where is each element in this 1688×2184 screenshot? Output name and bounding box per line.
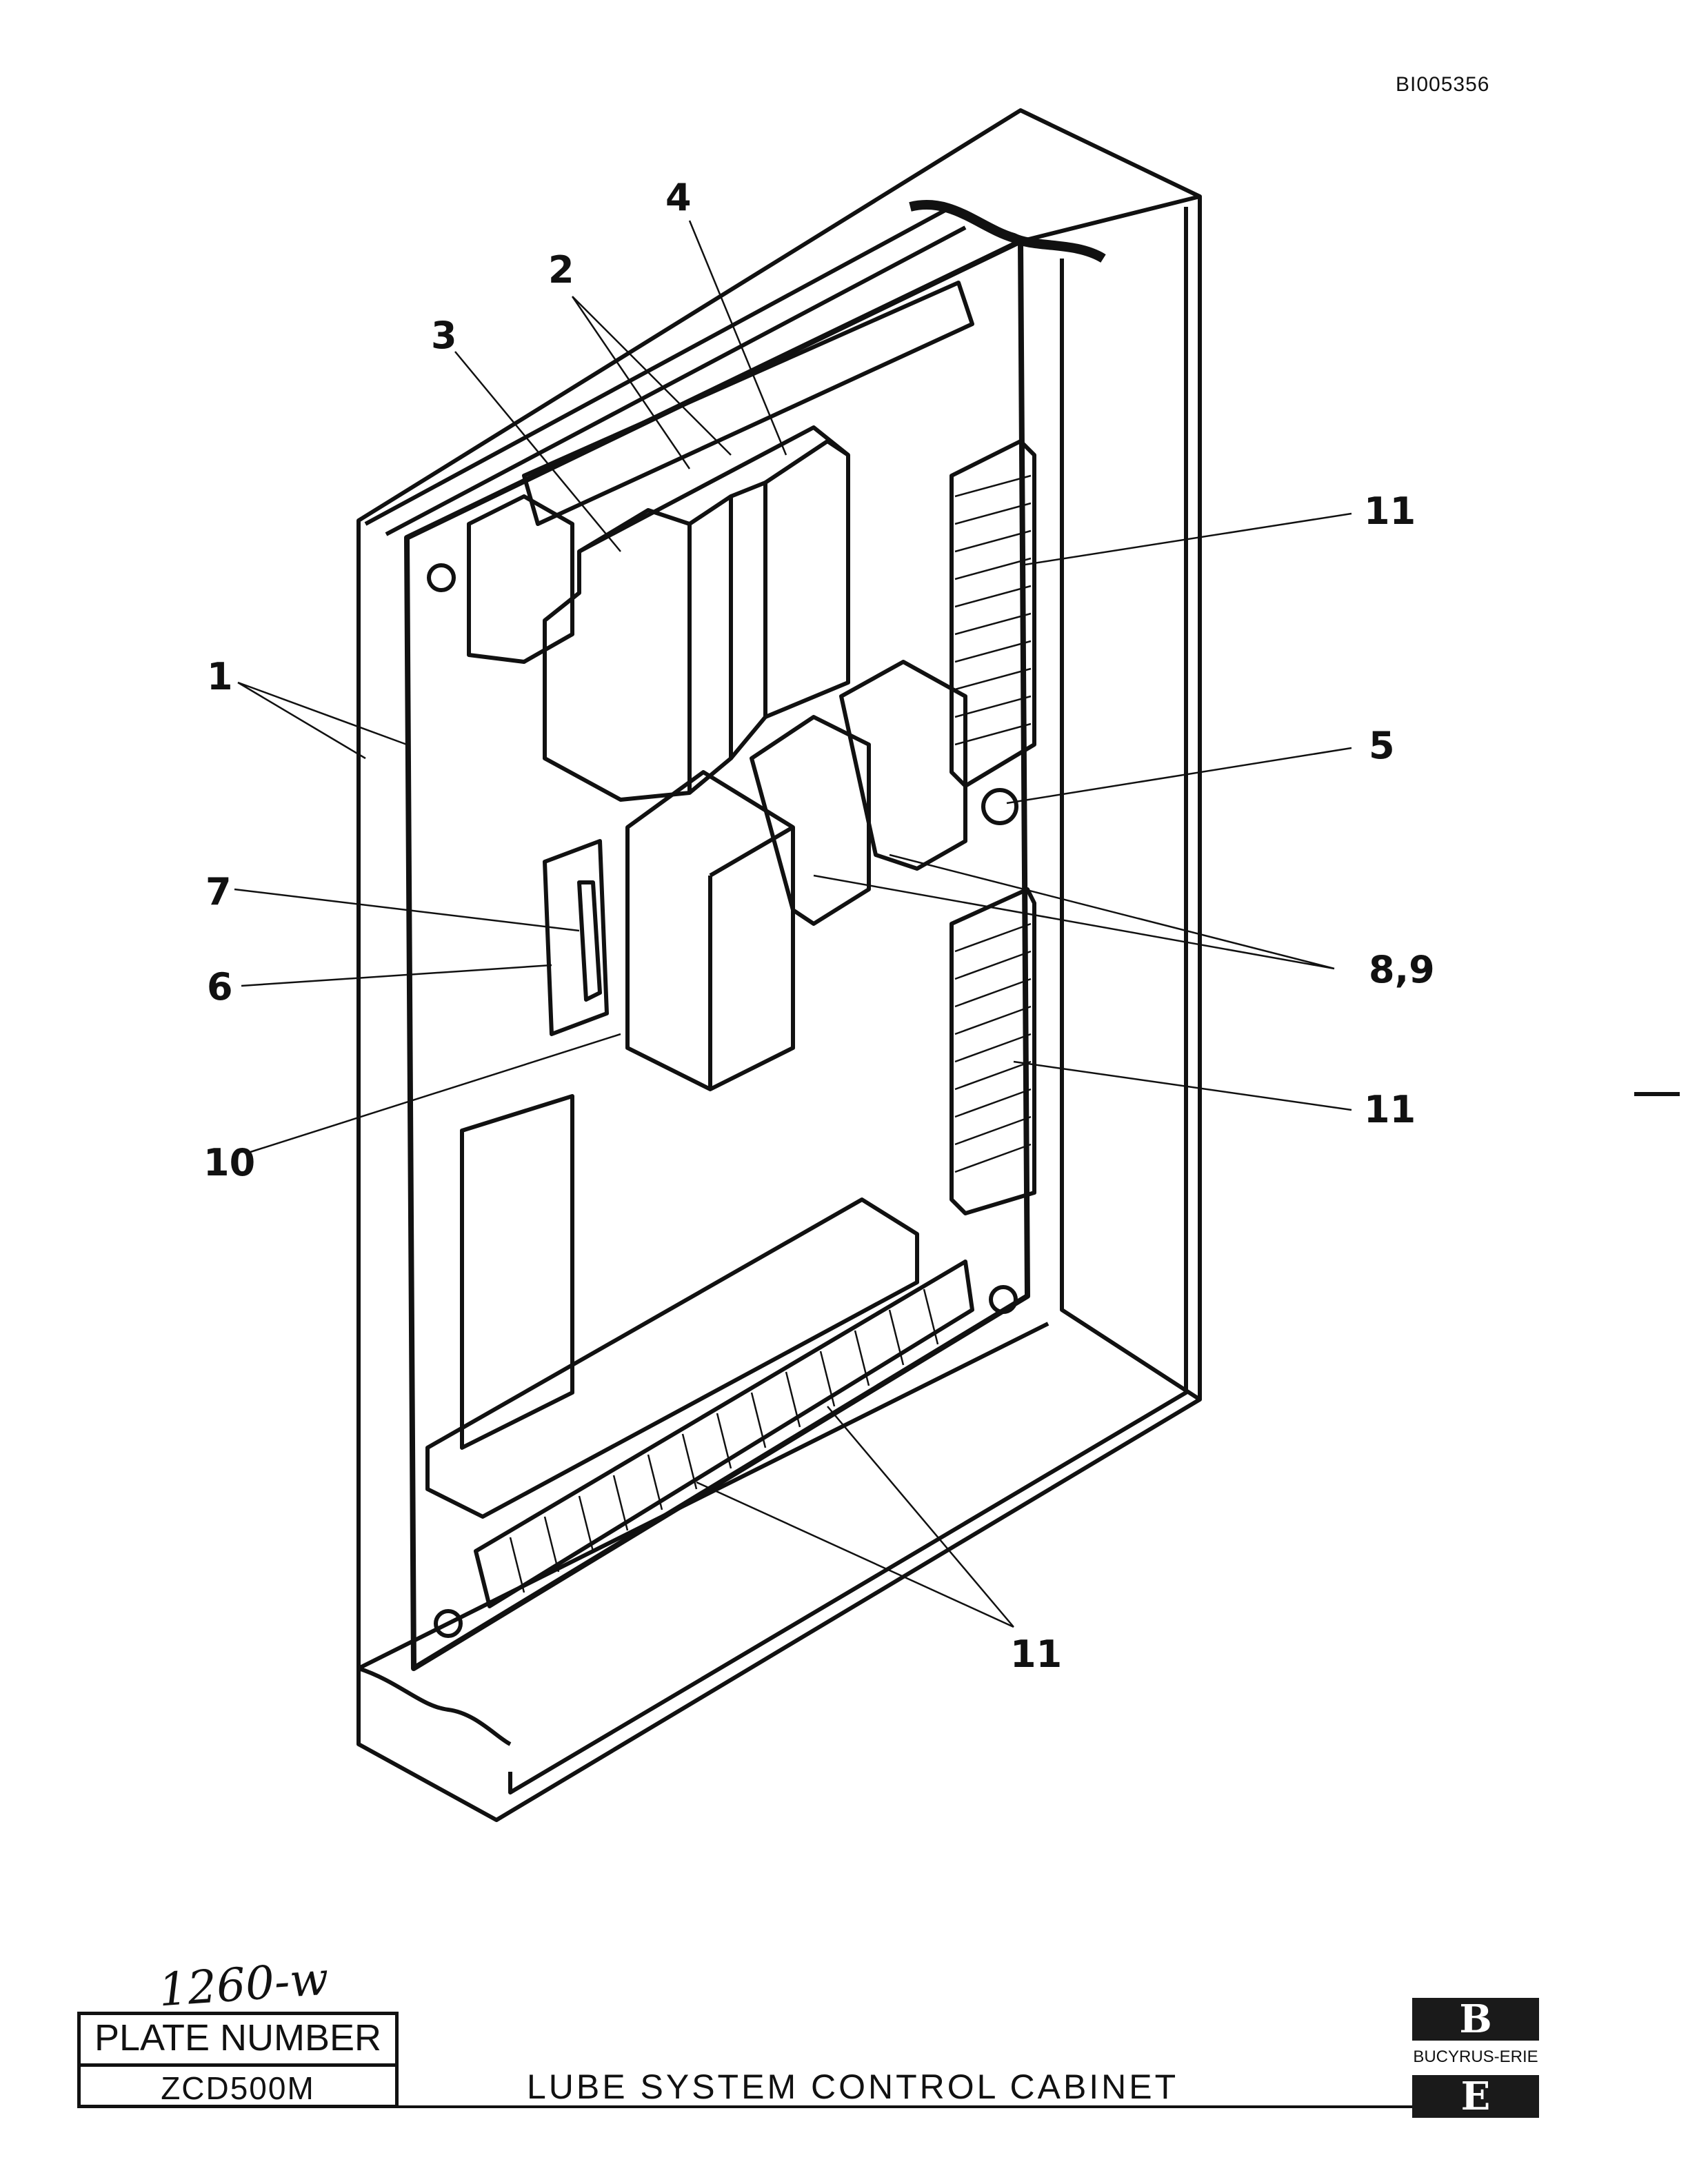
cabinet-inner-back	[508, 207, 1188, 1794]
grommet-5	[981, 788, 1018, 825]
margin-tick-mark	[1634, 1092, 1680, 1096]
callout-11-bottom: 11	[1010, 1632, 1062, 1676]
component-block-3	[543, 508, 692, 802]
top-wire-duct	[522, 281, 974, 526]
fuse-holder-base	[543, 839, 609, 1036]
relay-9	[839, 660, 967, 871]
logo-bottom-block: E	[1412, 2075, 1539, 2118]
cabinet-torn-top	[909, 199, 1106, 263]
terminal-strip-right-upper	[950, 439, 1036, 788]
callout-10: 10	[203, 1141, 255, 1184]
component-10-edge	[708, 825, 794, 1089]
plate-number-value: ZCD500M	[161, 2070, 315, 2106]
component-top-face	[578, 425, 850, 554]
callout-7: 7	[205, 870, 232, 913]
cabinet-outer-frame	[356, 108, 1202, 1822]
left-relay-block	[467, 494, 574, 664]
screw-top-left	[427, 563, 456, 592]
panel-flange-top	[364, 205, 967, 536]
callout-6: 6	[207, 965, 233, 1009]
document-id: BI005356	[1396, 73, 1490, 96]
title-underline	[399, 2105, 1419, 2108]
bottom-vertical-duct	[460, 1094, 574, 1450]
component-block-2b	[729, 481, 767, 760]
cabinet-lower-rim	[356, 1322, 1049, 1744]
drawing-title: LUBE SYSTEM CONTROL CABINET	[527, 2067, 1179, 2106]
logo-company-name: BUCYRUS-ERIE	[1413, 2048, 1538, 2066]
component-block-10	[625, 770, 795, 1091]
terminal-strip-bottom	[474, 1260, 974, 1608]
cabinet-torn-bottom	[358, 1666, 512, 1746]
callout-8-9: 8,9	[1369, 948, 1435, 991]
mounting-panel	[404, 239, 1030, 1671]
callout-1: 1	[207, 655, 233, 698]
logo-top-block: B	[1412, 1998, 1539, 2041]
callout-4: 4	[665, 176, 692, 219]
callout-11-lower: 11	[1364, 1088, 1416, 1131]
callout-11-upper: 11	[1364, 489, 1416, 533]
callout-2: 2	[548, 248, 574, 292]
component-block-2a	[688, 494, 733, 795]
screw-bottom-right	[989, 1285, 1018, 1314]
cabinet-side-wall	[1020, 194, 1201, 1402]
bucyrus-erie-logo: B BUCYRUS-ERIE E	[1412, 1998, 1539, 2121]
component-block-4	[764, 439, 850, 719]
plate-number-box: PLATE NUMBER ZCD500M	[77, 2012, 399, 2108]
callout-3: 3	[431, 314, 457, 357]
screw-bottom-left	[434, 1609, 463, 1638]
callout-5: 5	[1369, 724, 1395, 767]
plate-number-label: PLATE NUMBER	[81, 2015, 395, 2067]
fuse-cartridge	[577, 880, 602, 1002]
bottom-horizontal-duct	[425, 1197, 919, 1519]
callout-labels: 1 2 3 4 5 6 7 8,9 10 11 11 11	[203, 176, 1435, 1676]
